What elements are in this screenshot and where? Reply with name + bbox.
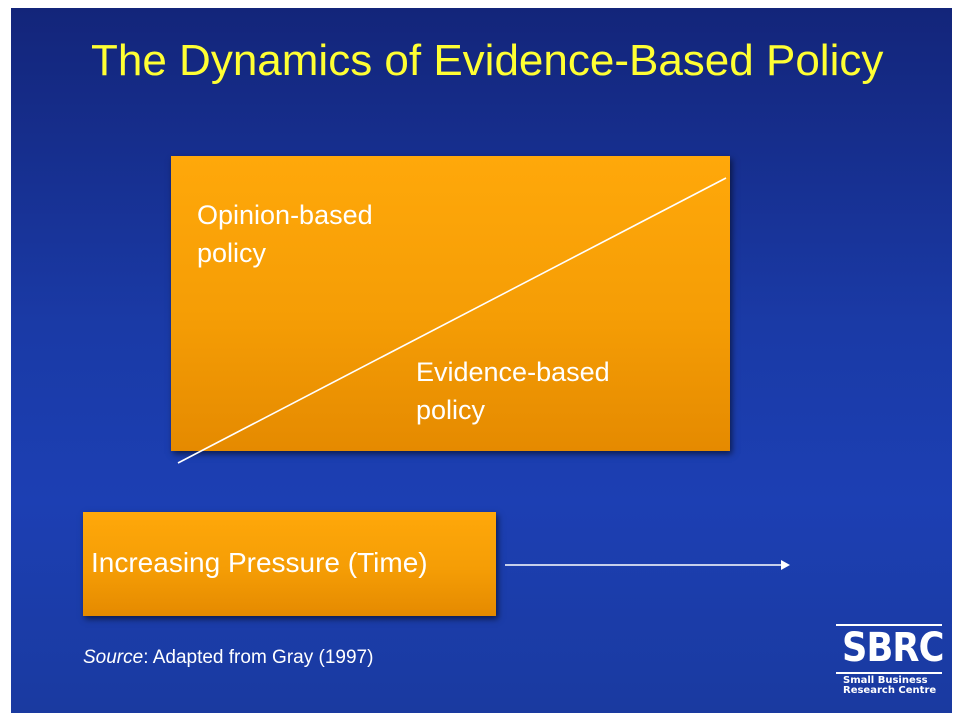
sbrc-logo: SBRC Small Business Research Centre	[836, 624, 944, 706]
logo-middle-rule	[836, 672, 942, 674]
source-prefix: Source	[83, 647, 144, 668]
pressure-box	[83, 512, 496, 616]
slide-title: The Dynamics of Evidence-Based Policy	[91, 36, 884, 85]
source-citation: Source: Adapted from Gray (1997)	[83, 647, 373, 669]
logo-subtitle: Small Business Research Centre	[843, 675, 937, 696]
pressure-label: Increasing Pressure (Time)	[91, 547, 428, 578]
evidence-based-label: Evidence-based policy	[416, 357, 610, 425]
logo-top-rule	[836, 624, 942, 626]
slide: The Dynamics of Evidence-Based Policy Op…	[11, 8, 952, 713]
time-arrow-head	[781, 560, 790, 570]
logo-name: SBRC	[842, 625, 944, 671]
opinion-based-label: Opinion-based policy	[197, 200, 373, 268]
source-text: : Adapted from Gray (1997)	[143, 647, 374, 668]
